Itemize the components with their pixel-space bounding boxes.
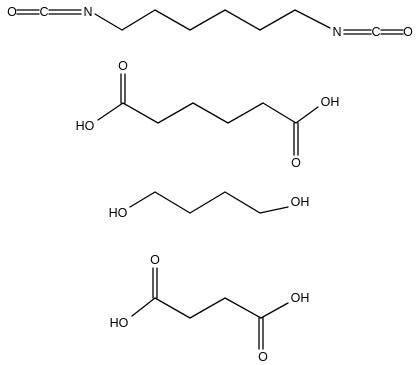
atom-label: HO bbox=[109, 206, 128, 220]
atom-labels: O HO OH O bbox=[76, 59, 340, 170]
adipic-acid-structure: O HO OH O bbox=[76, 59, 340, 170]
hexamethylene-diisocyanate-structure: O C N N C O bbox=[7, 5, 413, 39]
atom-labels: HO OH bbox=[109, 195, 310, 220]
succinic-acid-structure: O HO OH O bbox=[110, 253, 310, 364]
bonds bbox=[129, 191, 289, 214]
atom-labels: O HO OH O bbox=[110, 253, 310, 364]
bonds bbox=[97, 73, 319, 156]
atom-labels: O C N N C O bbox=[7, 5, 413, 39]
atom-label: OH bbox=[321, 95, 340, 109]
atom-label: N bbox=[83, 5, 92, 19]
atom-label: O bbox=[258, 350, 268, 364]
atom-label: O bbox=[291, 156, 301, 170]
atom-label: O bbox=[150, 253, 160, 267]
atom-label: O bbox=[7, 5, 17, 19]
atom-label: N bbox=[332, 25, 341, 39]
atom-label: O bbox=[118, 59, 128, 73]
atom-label: OH bbox=[291, 291, 310, 305]
bonds bbox=[131, 267, 289, 350]
atom-label: HO bbox=[76, 119, 95, 133]
atom-label: O bbox=[403, 25, 413, 39]
bonds bbox=[16, 9, 404, 35]
atom-label: OH bbox=[291, 195, 310, 209]
atom-label: HO bbox=[110, 316, 129, 330]
butanediol-structure: HO OH bbox=[109, 191, 310, 220]
atom-label: C bbox=[39, 5, 48, 19]
atom-label: C bbox=[371, 25, 380, 39]
